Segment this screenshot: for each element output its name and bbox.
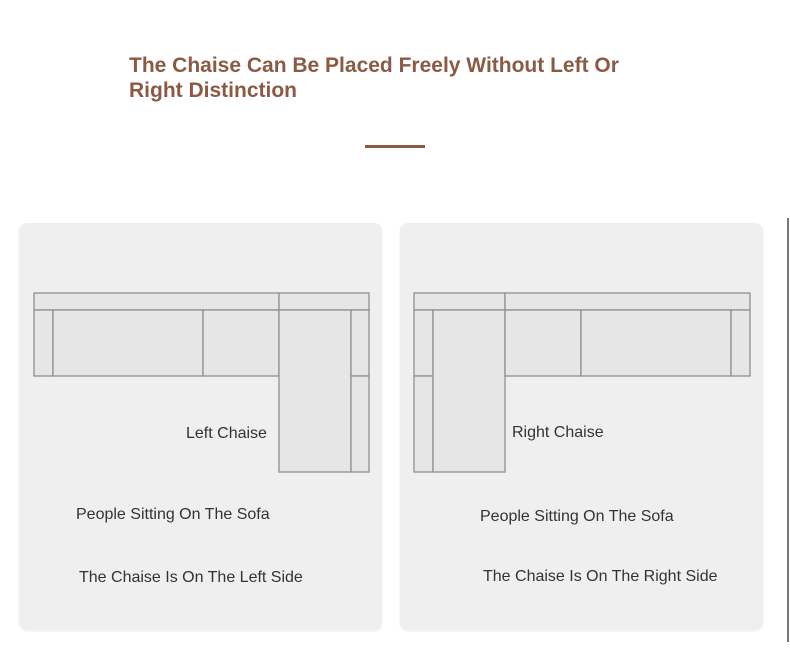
chaise-arm-upper — [350, 309, 370, 377]
people-sitting-label: People Sitting On The Sofa — [480, 508, 674, 525]
chaise-backrest — [413, 292, 506, 311]
sofa-left-arm — [33, 309, 54, 377]
chaise-side-caption: The Chaise Is On The Right Side — [483, 568, 718, 585]
chaise-side-caption: The Chaise Is On The Left Side — [79, 569, 303, 586]
people-sitting-label: People Sitting On The Sofa — [76, 506, 270, 523]
next-panel-edge — [787, 218, 789, 642]
right-chaise-sofa-diagram — [413, 292, 751, 473]
sofa-seat-cushion-1 — [504, 309, 582, 377]
page-title: The Chaise Can Be Placed Freely Without … — [129, 54, 619, 102]
chaise-seat — [278, 309, 352, 473]
sofa-right-arm — [730, 309, 751, 377]
chaise-backrest — [278, 292, 370, 311]
left-chaise-panel: Left Chaise People Sitting On The Sofa T… — [19, 223, 382, 630]
sofa-seat-cushion-2 — [580, 309, 732, 377]
sofa-backrest — [33, 292, 280, 311]
chaise-label: Left Chaise — [186, 425, 267, 442]
chaise-arm-lower — [350, 375, 370, 473]
title-divider — [365, 145, 425, 148]
sofa-seat-cushion-1 — [52, 309, 204, 377]
chaise-seat — [432, 309, 506, 473]
chaise-arm-lower — [413, 375, 434, 473]
right-chaise-panel: Right Chaise People Sitting On The Sofa … — [400, 223, 763, 630]
left-chaise-sofa-diagram — [33, 292, 370, 473]
chaise-arm-upper — [413, 309, 434, 377]
sofa-backrest — [504, 292, 751, 311]
chaise-label: Right Chaise — [512, 424, 604, 441]
sofa-seat-cushion-2 — [202, 309, 280, 377]
